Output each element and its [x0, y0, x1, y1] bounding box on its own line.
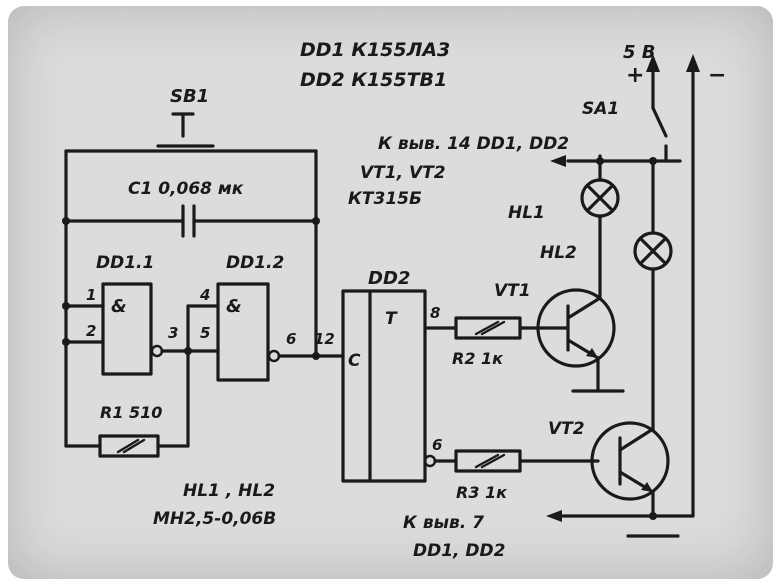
- dd1-1-label: DD1.1: [96, 253, 154, 273]
- pin-2: 2: [86, 322, 96, 340]
- note-pin14: К выв. 14 DD1, DD2: [378, 134, 569, 154]
- pin-4: 4: [199, 286, 210, 304]
- pin-3: 3: [168, 324, 178, 342]
- hl1-lamp: [580, 178, 620, 218]
- dd1-2-gate: [216, 282, 270, 382]
- hl1-label: HL1: [508, 203, 545, 223]
- dd2-t-label: T: [385, 309, 398, 329]
- r2-label: R2 1к: [452, 349, 504, 368]
- dd2-c-label: C: [348, 351, 361, 371]
- vt2-label: VT2: [548, 419, 585, 439]
- pin-6-dd2: 6: [432, 436, 442, 454]
- sa1-label: SA1: [582, 99, 619, 119]
- note-lamp-types-1: HL1 , HL2: [183, 481, 275, 501]
- pin-1: 1: [86, 286, 96, 304]
- header-line-2: DD2 К155ТВ1: [300, 69, 447, 91]
- sb1-label: SB1: [170, 86, 209, 107]
- minus-arrow-icon: [686, 54, 700, 72]
- note-pin7-2: DD1, DD2: [413, 541, 505, 561]
- note-pin7-1: К выв. 7: [403, 513, 484, 533]
- vt2-transistor: [590, 421, 670, 501]
- pin-6-dd1: 6: [286, 330, 296, 348]
- r1-label: R1 510: [100, 403, 162, 422]
- dd1-1-gate: [101, 282, 153, 376]
- schematic-photo: DD1 К155ЛА3 DD2 К155ТВ1 SB1 C1 0,068 мк …: [8, 6, 773, 579]
- vt1-transistor: [536, 288, 616, 368]
- note-lamp-types-2: МН2,5-0,06В: [153, 509, 276, 529]
- vt1-label: VT1: [494, 281, 531, 301]
- note-vt-types-1: VT1, VT2: [360, 163, 446, 183]
- sa1-switch: [651, 106, 668, 138]
- dd1-2-and-symbol: &: [226, 296, 242, 317]
- pin7-arrow-icon: [546, 510, 562, 522]
- c1-label: C1 0,068 мк: [128, 179, 244, 199]
- header-line-1: DD1 К155ЛА3: [300, 39, 450, 61]
- pin-5: 5: [200, 324, 210, 342]
- c1-capacitor: [64, 204, 318, 238]
- supply-plus: +: [626, 63, 644, 88]
- sb1-button: [156, 112, 215, 148]
- dd1-2-label: DD1.2: [226, 253, 284, 273]
- supply-voltage: 5 В: [623, 42, 656, 63]
- pin14-arrow-icon: [550, 155, 566, 167]
- dd2-label: DD2: [368, 268, 410, 289]
- dd2-trigger: [341, 289, 427, 483]
- circuit-diagram: DD1 К155ЛА3 DD2 К155ТВ1 SB1 C1 0,068 мк …: [62, 39, 726, 561]
- r3-label: R3 1к: [456, 483, 508, 502]
- supply-minus: −: [708, 63, 726, 88]
- pin-8: 8: [430, 304, 440, 322]
- pin-12: 12: [314, 330, 335, 348]
- hl2-label: HL2: [540, 243, 577, 263]
- dd1-1-and-symbol: &: [111, 296, 127, 317]
- note-vt-types-2: КТ315Б: [348, 189, 422, 209]
- plus-arrow-icon: [646, 54, 660, 72]
- hl2-lamp: [633, 231, 673, 271]
